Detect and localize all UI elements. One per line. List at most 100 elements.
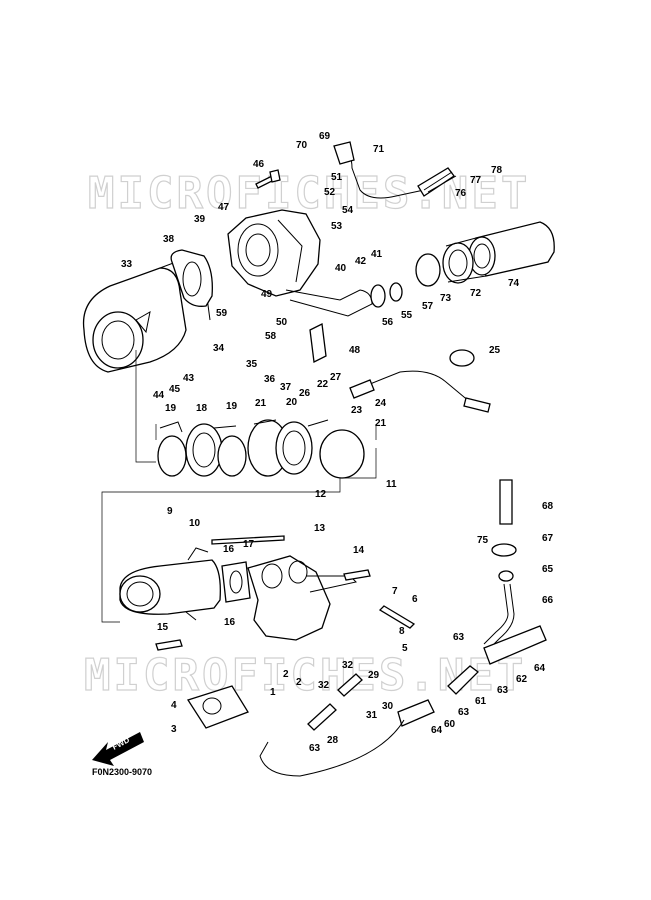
callout-9: 9: [167, 506, 173, 517]
callout-30: 30: [382, 701, 394, 712]
callout-68: 68: [542, 501, 554, 512]
callout-42: 42: [355, 256, 367, 267]
hose-clamp-row: [157, 419, 365, 479]
figure-code: F0N2300-9070: [92, 767, 152, 777]
callout-17: 17: [243, 539, 255, 550]
callout-78: 78: [491, 165, 503, 176]
callout-15: 15: [157, 622, 169, 633]
callout-27: 27: [330, 372, 342, 383]
callout-59: 59: [216, 308, 228, 319]
callout-61: 61: [475, 696, 487, 707]
callout-13: 13: [314, 523, 326, 534]
fitting-29: [337, 673, 363, 697]
callout-33: 33: [121, 259, 133, 270]
callout-63: 63: [497, 685, 509, 696]
callout-54: 54: [342, 205, 354, 216]
callout-77: 77: [470, 175, 482, 186]
callout-72: 72: [470, 288, 482, 299]
hose-64-right: [483, 625, 547, 665]
washer-67: [491, 543, 517, 557]
callout-53: 53: [331, 221, 343, 232]
callout-21: 21: [255, 398, 267, 409]
callout-2: 2: [296, 677, 302, 688]
callout-38: 38: [163, 234, 175, 245]
callout-7: 7: [392, 586, 398, 597]
callout-48: 48: [349, 345, 361, 356]
callout-23: 23: [351, 405, 363, 416]
callout-2: 2: [283, 669, 289, 680]
callout-75: 75: [477, 535, 489, 546]
ring-56: [370, 284, 386, 308]
callout-76: 76: [455, 188, 467, 199]
callout-71: 71: [373, 144, 385, 155]
elbow-61: [447, 665, 479, 695]
fitting-28: [307, 703, 337, 731]
callout-16: 16: [224, 617, 236, 628]
callout-6: 6: [412, 594, 418, 605]
callout-29: 29: [368, 670, 380, 681]
clamp-25: [449, 349, 475, 367]
callout-57: 57: [422, 301, 434, 312]
hose-24: [359, 370, 471, 403]
callout-52: 52: [324, 187, 336, 198]
hose-64-lower: [397, 699, 435, 727]
joint-72: [442, 237, 487, 284]
callout-10: 10: [189, 518, 201, 529]
callout-34: 34: [213, 343, 225, 354]
callout-64: 64: [534, 663, 546, 674]
callout-41: 41: [371, 249, 383, 260]
bolt-6: [378, 605, 416, 629]
hose-loop: [259, 719, 405, 777]
callout-66: 66: [542, 595, 554, 606]
exhaust-pipe-74: [468, 221, 555, 277]
callout-39: 39: [194, 214, 206, 225]
callout-56: 56: [382, 317, 394, 328]
gasket-16: [221, 561, 251, 603]
callout-8: 8: [399, 626, 405, 637]
fwd-arrow-icon: FWD: [92, 732, 144, 766]
callout-14: 14: [353, 545, 365, 556]
callout-31: 31: [366, 710, 378, 721]
callout-51: 51: [331, 172, 343, 183]
callout-73: 73: [440, 293, 452, 304]
callout-16: 16: [223, 544, 235, 555]
bolt-14: [343, 569, 371, 581]
callout-4: 4: [171, 700, 177, 711]
callout-36: 36: [264, 374, 276, 385]
callout-32: 32: [342, 660, 354, 671]
callout-46: 46: [253, 159, 265, 170]
callout-65: 65: [542, 564, 554, 575]
callout-24: 24: [375, 398, 387, 409]
callout-63: 63: [309, 743, 321, 754]
callout-32: 32: [318, 680, 330, 691]
callout-58: 58: [265, 331, 277, 342]
callout-67: 67: [542, 533, 554, 544]
callout-40: 40: [335, 263, 347, 274]
callout-47: 47: [218, 202, 230, 213]
callout-37: 37: [280, 382, 292, 393]
callout-25: 25: [489, 345, 501, 356]
watermark-bottom: MICROFICHES.NET: [84, 650, 526, 701]
exhaust-elbow-9: [119, 547, 221, 621]
fitting-68: [499, 479, 513, 525]
exhaust-manifold-17: [247, 555, 358, 641]
callout-50: 50: [276, 317, 288, 328]
callout-26: 26: [299, 388, 311, 399]
callout-5: 5: [402, 643, 408, 654]
callout-12: 12: [315, 489, 327, 500]
ring-55: [389, 282, 403, 302]
gasket-3: [186, 685, 249, 729]
gasket-38: [170, 249, 213, 307]
callout-18: 18: [196, 403, 208, 414]
callout-22: 22: [317, 379, 329, 390]
pipe-66: [483, 583, 509, 645]
bolt-13: [211, 535, 285, 545]
callout-19: 19: [226, 401, 238, 412]
callout-63: 63: [458, 707, 470, 718]
callout-1: 1: [270, 687, 276, 698]
fitting-69: [333, 141, 355, 165]
callout-74: 74: [508, 278, 520, 289]
callout-49: 49: [261, 289, 273, 300]
